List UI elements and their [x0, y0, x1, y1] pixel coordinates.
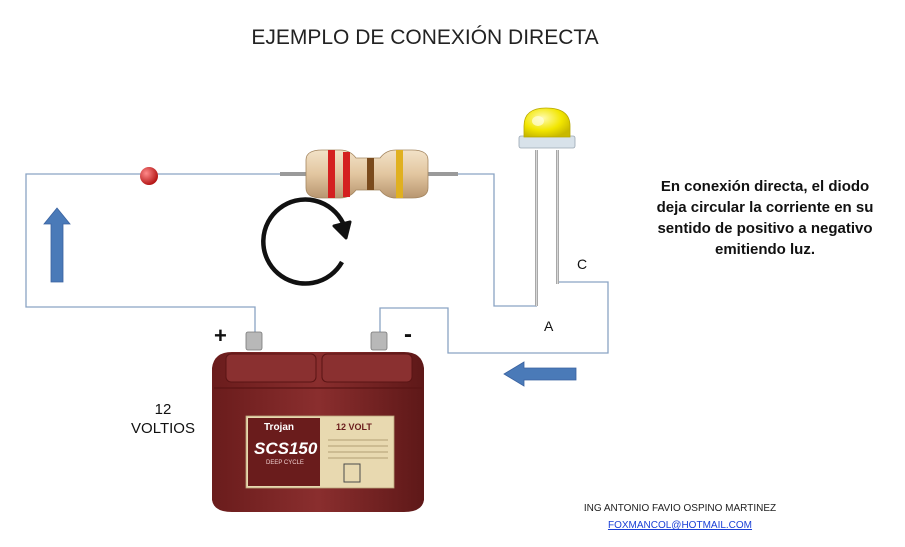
battery-model: SCS150 [254, 439, 318, 458]
up-arrow-icon [43, 207, 71, 283]
battery-rating: 12 VOLT [336, 422, 372, 432]
negative-terminal-label: - [404, 321, 412, 348]
anode-label: A [544, 318, 554, 334]
author-credit: ING ANTONIO FAVIO OSPINO MARTINEZ [583, 503, 777, 514]
wire-resistor-to-anode [455, 173, 537, 307]
positive-terminal-label: + [214, 323, 227, 348]
battery-negative-post [370, 331, 388, 351]
led-diode [518, 107, 576, 306]
voltage-label: 12 VOLTIOS [118, 400, 208, 438]
recycle-mark [343, 463, 361, 483]
battery-positive-post [245, 331, 263, 351]
switch-dot [140, 167, 158, 185]
description-line: En conexión directa, el diodo [660, 178, 870, 195]
author-email-link[interactable]: FOXMANCOL@HOTMAIL.COM [607, 520, 753, 531]
battery: Trojan SCS150 DEEP CYCLE 12 VOLT [212, 331, 424, 512]
description-text: En conexión directa, el diodo deja circu… [640, 176, 890, 260]
description-line: sentido de positivo a negativo [657, 220, 873, 237]
battery-brand: Trojan [264, 422, 294, 433]
resistor-band-3 [367, 158, 374, 190]
voltage-unit: VOLTIOS [131, 420, 195, 437]
resistor [280, 149, 458, 199]
resistor-band-1 [328, 150, 335, 198]
clockwise-circular-arrow-icon [261, 197, 352, 286]
description-line: deja circular la corriente en su [656, 199, 874, 216]
voltage-value: 12 [154, 401, 172, 418]
wire-left-loop [25, 173, 282, 338]
description-line: emitiendo luz. [714, 241, 815, 258]
page-title: EJEMPLO DE CONEXIÓN DIRECTA [251, 26, 599, 49]
battery-type: DEEP CYCLE [266, 460, 304, 466]
resistor-band-2 [343, 152, 350, 197]
circuit-wires [25, 173, 609, 354]
resistor-band-4 [396, 150, 403, 198]
cathode-label: C [577, 256, 587, 272]
left-arrow-icon [503, 361, 577, 387]
wire-cathode-to-negative [379, 281, 609, 354]
